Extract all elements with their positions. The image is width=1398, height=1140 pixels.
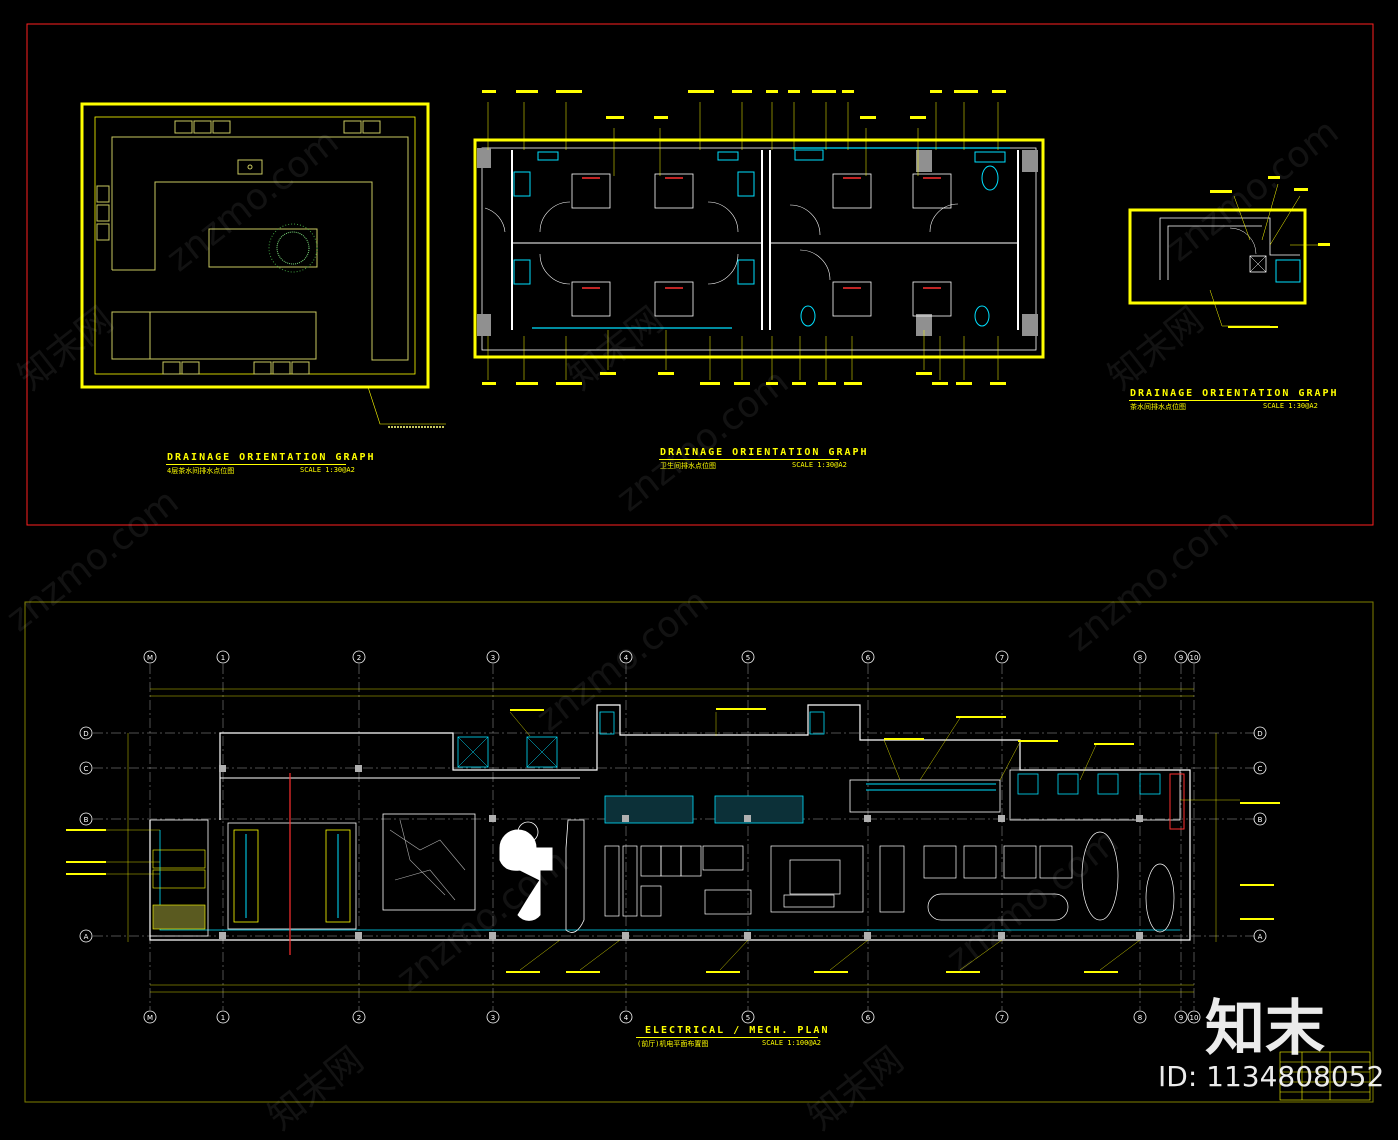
grid-col-top-5-label: 5 [746,654,750,662]
middle-graph-title: DRAINAGE ORIENTATION GRAPH [660,447,869,458]
plan-subtitle: (前厅)机电平面布置图 [637,1040,709,1048]
grid-col-top-M-bubble [143,650,157,664]
grid-col-bottom-M-bubble [143,1010,157,1024]
grid-col-top-7-label: 7 [1000,654,1004,662]
grid-col-top-10-bubble [1187,650,1201,664]
left-graph-subtitle: 4层茶水间排水点位图 [167,467,235,475]
grid-col-bottom-1-label: 1 [221,1014,225,1022]
grid-col-bottom-9-bubble [1174,1010,1188,1024]
grid-row-right-B-label: B [1258,816,1263,824]
grid-row-right-D-bubble [1253,726,1267,740]
middle-graph-scale: SCALE 1:30@A2 [792,461,847,469]
grid-col-top-6-label: 6 [866,654,871,662]
grid-col-top-2-label: 2 [357,654,361,662]
grid-col-top-4-label: 4 [624,654,629,662]
grid-col-bottom-3-bubble [486,1010,500,1024]
grid-col-top-6-bubble [861,650,875,664]
grid-col-bottom-4-label: 4 [624,1014,629,1022]
middle-title-underline [659,459,839,460]
grid-col-bottom-5-bubble [741,1010,755,1024]
grid-row-left-D-bubble [79,726,93,740]
grid-col-bottom-2-label: 2 [357,1014,361,1022]
watermark-brand-logo: 知末 [1205,994,1325,1064]
top-sheet-frame [26,23,1374,526]
grid-col-top-9-label: 9 [1179,654,1183,662]
grid-row-left-B-label: B [84,816,89,824]
grid-col-bottom-2-bubble [352,1010,366,1024]
grid-col-top-8-label: 8 [1138,654,1142,662]
grid-row-right-C-bubble [1253,761,1267,775]
grid-row-left-C-bubble [79,761,93,775]
grid-col-bottom-9-label: 9 [1179,1014,1183,1022]
grid-row-right-D-label: D [1257,730,1262,738]
left-title-underline [166,464,346,465]
grid-row-left-D-label: D [83,730,88,738]
grid-col-bottom-4-bubble [619,1010,633,1024]
right-graph-title: DRAINAGE ORIENTATION GRAPH [1130,388,1339,399]
grid-col-top-5-bubble [741,650,755,664]
grid-col-bottom-10-label: 10 [1190,1014,1199,1022]
grid-col-top-2-bubble [352,650,366,664]
grid-row-left-B-bubble [79,812,93,826]
grid-col-bottom-M-label: M [147,1014,153,1022]
grid-col-top-10-label: 10 [1190,654,1199,662]
grid-col-top-7-bubble [995,650,1009,664]
plan-title-underline [636,1037,818,1038]
grid-col-bottom-7-label: 7 [1000,1014,1004,1022]
grid-col-top-1-label: 1 [221,654,225,662]
grid-col-top-3-label: 3 [491,654,495,662]
plan-scale: SCALE 1:100@A2 [762,1039,822,1047]
bottom-sheet-frame [24,601,1374,1103]
grid-row-right-B-bubble [1253,812,1267,826]
watermark-id-text: ID: 1134808052 [1158,1060,1385,1093]
grid-col-top-3-bubble [486,650,500,664]
grid-row-right-C-label: C [1258,765,1263,773]
grid-col-bottom-7-bubble [995,1010,1009,1024]
right-title-underline [1129,400,1309,401]
grid-col-bottom-6-bubble [861,1010,875,1024]
grid-row-left-C-label: C [84,765,89,773]
plan-title: ELECTRICAL / MECH. PLAN [645,1025,830,1036]
grid-col-bottom-8-bubble [1133,1010,1147,1024]
grid-row-right-A-bubble [1253,929,1267,943]
right-graph-subtitle: 茶水间排水点位图 [1130,403,1186,411]
grid-col-top-M-label: M [147,654,153,662]
grid-col-top-4-bubble [619,650,633,664]
right-graph-scale: SCALE 1:30@A2 [1263,402,1318,410]
left-graph-scale: SCALE 1:30@A2 [300,466,355,474]
grid-row-left-A-label: A [84,933,89,941]
grid-col-bottom-8-label: 8 [1138,1014,1142,1022]
grid-col-bottom-5-label: 5 [746,1014,750,1022]
grid-row-right-A-label: A [1258,933,1263,941]
grid-col-top-8-bubble [1133,650,1147,664]
grid-col-top-9-bubble [1174,650,1188,664]
grid-col-bottom-3-label: 3 [491,1014,495,1022]
middle-graph-subtitle: 卫生间排水点位图 [660,462,716,470]
restroom-plan-middle [473,90,1045,385]
title-block [1279,1051,1371,1101]
grid-row-left-A-bubble [79,929,93,943]
pantry-plan-right [1128,176,1330,328]
grid-col-bottom-6-label: 6 [866,1014,871,1022]
grid-col-bottom-10-bubble [1187,1010,1201,1024]
grid-col-top-1-bubble [216,650,230,664]
grid-col-bottom-1-bubble [216,1010,230,1024]
electrical-mech-plan [66,664,1280,1010]
left-graph-title: DRAINAGE ORIENTATION GRAPH [167,452,376,463]
pantry-plan-left [80,102,446,428]
